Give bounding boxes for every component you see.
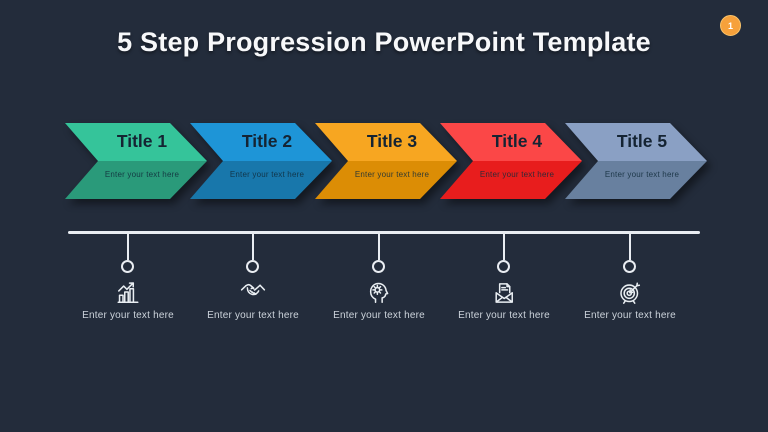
timeline-drop-line [629,233,631,260]
step-subtitle-placeholder[interactable]: Enter your text here [104,170,180,179]
timeline-node-circle [121,260,134,273]
step-subtitle-placeholder[interactable]: Enter your text here [604,170,680,179]
step-arrow-3[interactable]: Title 3 Enter your text here [315,123,457,199]
arrow-row: Title 1 Enter your text here Title 2 Ent… [65,123,715,199]
timeline-drop-line [252,233,254,260]
timeline-drop-line [127,233,129,260]
step-label-placeholder[interactable]: Enter your text here [82,310,174,321]
head-gear-icon[interactable] [366,279,392,305]
step-title[interactable]: Title 4 [491,131,543,151]
step-label-placeholder[interactable]: Enter your text here [207,310,299,321]
step-label-placeholder[interactable]: Enter your text here [333,310,425,321]
timeline-item-4: Enter your text here [424,233,584,333]
timeline-drop-line [378,233,380,260]
step-title[interactable]: Title 2 [241,131,293,151]
step-arrow-4[interactable]: Title 4 Enter your text here [440,123,582,199]
chevron-shape [440,123,582,199]
mail-document-icon[interactable] [491,279,517,305]
step-label-placeholder[interactable]: Enter your text here [458,310,550,321]
timeline-item-3: Enter your text here [299,233,459,333]
step-title[interactable]: Title 5 [616,131,668,151]
step-subtitle-placeholder[interactable]: Enter your text here [229,170,305,179]
chevron-shape [315,123,457,199]
page-title[interactable]: 5 Step Progression PowerPoint Template [117,27,651,57]
slide-number-badge: 1 [720,15,741,36]
step-arrow-5[interactable]: Title 5 Enter your text here [565,123,707,199]
growth-chart-icon[interactable] [115,279,141,305]
step-arrow-1[interactable]: Title 1 Enter your text here [65,123,207,199]
timeline-drop-line [503,233,505,260]
chevron-shape [565,123,707,199]
step-label-placeholder[interactable]: Enter your text here [584,310,676,321]
timeline-node-circle [497,260,510,273]
chevron-shape [190,123,332,199]
timeline-line [68,231,700,234]
timeline-item-5: Enter your text here [550,233,710,333]
step-title[interactable]: Title 3 [366,131,418,151]
step-subtitle-placeholder[interactable]: Enter your text here [354,170,430,179]
step-subtitle-placeholder[interactable]: Enter your text here [479,170,555,179]
timeline-node-circle [372,260,385,273]
timeline-node-circle [623,260,636,273]
timeline-item-2: Enter your text here [173,233,333,333]
step-title[interactable]: Title 1 [116,131,168,151]
timeline-item-1: Enter your text here [48,233,208,333]
step-arrow-2[interactable]: Title 2 Enter your text here [190,123,332,199]
timeline-node-circle [246,260,259,273]
target-dart-icon[interactable] [617,279,643,305]
slide-number: 1 [727,20,733,31]
chevron-shape [65,123,207,199]
handshake-icon[interactable] [240,279,266,305]
